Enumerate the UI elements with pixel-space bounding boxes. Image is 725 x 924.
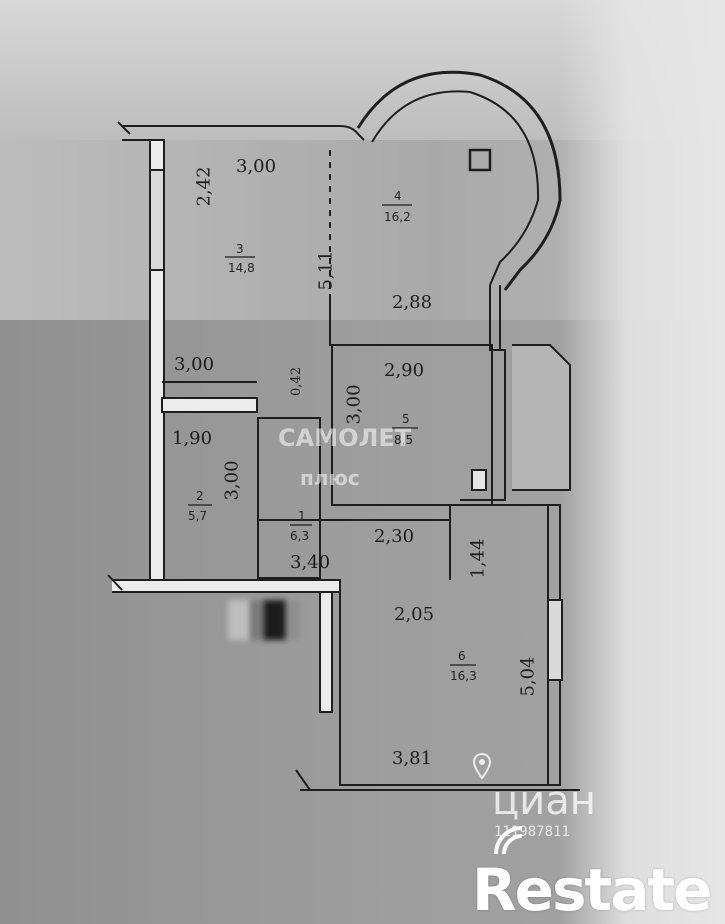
bay-arc-inner [371,90,540,286]
dim-height-room-3: 2,42 [193,166,215,207]
dim-height-room-6: 5,04 [517,656,539,697]
dim-width-3-00-mid: 3,00 [174,354,215,375]
room-1-number: 1 [298,509,306,523]
dim-width-2-30: 2,30 [374,526,415,547]
redacted-area [228,600,300,640]
dim-width-room-5: 2,90 [384,360,425,381]
bottom-wall [112,579,341,593]
room-5-area: 8,5 [394,433,414,447]
room-1-walls [257,417,321,579]
dim-height-room-2: 3,00 [221,460,243,501]
dim-width-room-6: 3,81 [392,748,433,769]
room-3-number: 3 [236,242,244,256]
room-3-area: 14,8 [228,261,255,275]
dim-width-room-3: 3,00 [236,156,277,177]
room-4-area: 16,2 [384,210,411,224]
dim-width-3-40: 3,40 [290,552,331,573]
dim-height-room-5: 3,00 [343,384,365,425]
cian-watermark: циан [492,778,596,824]
signal-waves-icon [494,826,523,855]
dim-width-2-88: 2,88 [392,292,433,313]
room-1-area: 6,3 [290,529,310,543]
room-6-area: 16,3 [450,669,477,683]
vent-square [468,148,492,172]
room-6-walls [339,504,561,786]
dim-width-2-05: 2,05 [394,604,435,625]
map-pin-icon [472,752,492,780]
room-2-top-wall [161,397,258,413]
room-fraction-lines [188,204,476,666]
paper-edge [560,0,725,924]
samolet-watermark: САМОЛЕТ [278,424,412,452]
dim-length-5-11: 5,11 [315,250,337,291]
dim-0-42: 0,42 [288,367,304,396]
bay-arc-outer [356,70,562,291]
dim-height-1-44: 1,44 [467,538,489,579]
top-wall [122,125,365,141]
room-2-number: 2 [196,489,204,503]
room-5-number: 5 [402,412,410,426]
room-2-area: 5,7 [188,509,208,523]
dim-width-room-2: 1,90 [172,428,213,449]
room-5-walls [331,344,493,506]
room-6-number: 6 [458,649,466,663]
samolet-plus-watermark: плюс [300,466,360,490]
restate-logo: Restate [472,856,712,924]
room-4-number: 4 [394,189,402,203]
